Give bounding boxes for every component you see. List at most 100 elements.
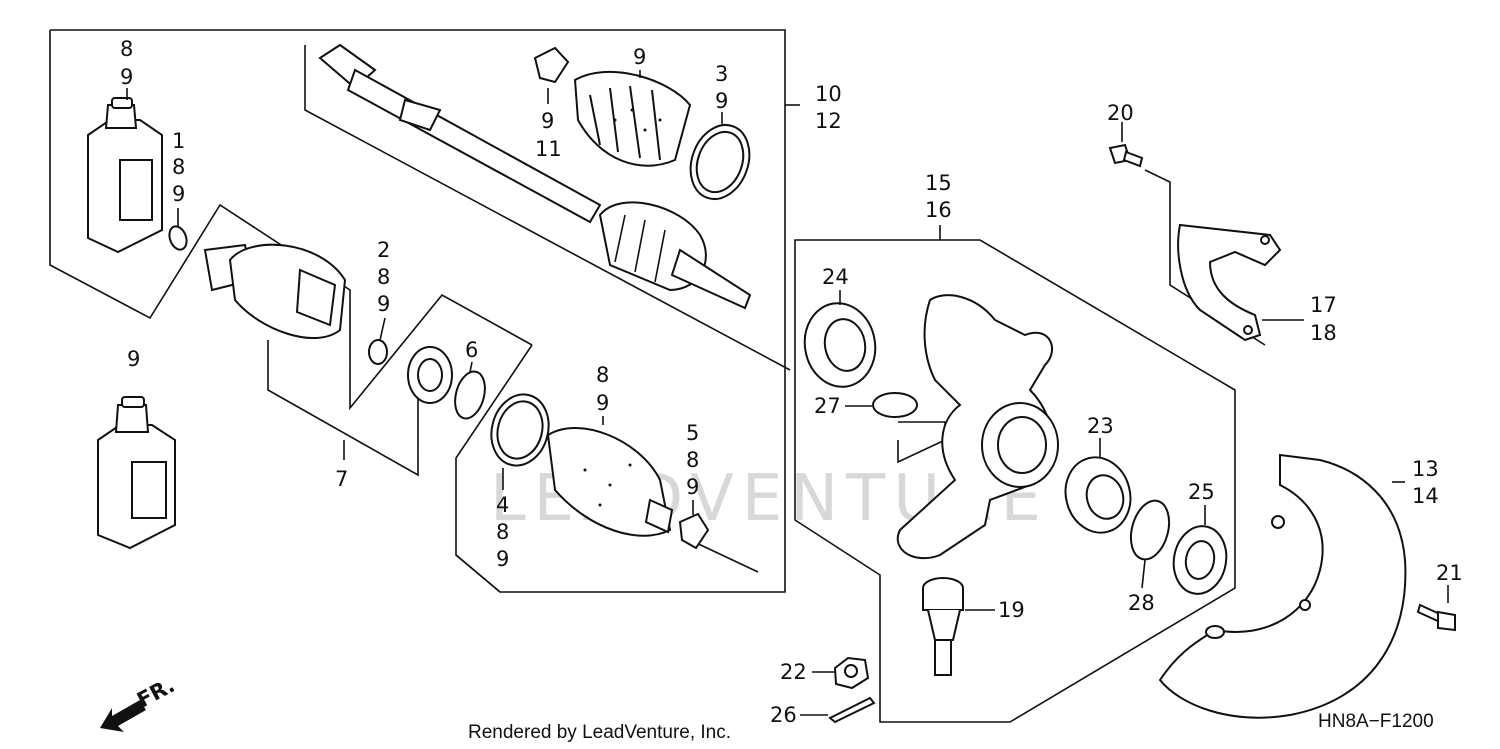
svg-text:13: 13 (1412, 457, 1439, 481)
svg-text:7: 7 (335, 467, 348, 491)
callout-22: 22 (780, 660, 807, 684)
callout-8-9-top: 8 9 (120, 37, 133, 89)
svg-text:20: 20 (1107, 101, 1134, 125)
svg-text:9: 9 (127, 347, 140, 371)
leader-lines (126, 70, 1449, 716)
callout-9-11: 9 11 (535, 109, 562, 161)
svg-text:8: 8 (172, 155, 185, 179)
seal-24-part (803, 302, 877, 388)
clip-top-part (533, 46, 570, 84)
svg-text:25: 25 (1188, 480, 1215, 504)
callout-7: 7 (335, 467, 348, 491)
callout-2-8-9: 2 8 9 (377, 238, 390, 316)
diagram-code: HN8A−F1200 (1318, 711, 1434, 732)
svg-text:16: 16 (925, 198, 952, 222)
knuckle-part (896, 294, 1059, 560)
svg-text:12: 12 (815, 109, 842, 133)
svg-text:26: 26 (770, 703, 797, 727)
svg-text:14: 14 (1412, 484, 1439, 508)
svg-text:24: 24 (822, 265, 849, 289)
callout-8-9-boot: 8 9 (596, 363, 609, 415)
oil-bottle-bottom-part (97, 396, 176, 550)
seal-25-part (1172, 525, 1228, 595)
svg-text:28: 28 (1128, 591, 1155, 615)
callout-23: 23 (1087, 414, 1114, 438)
callout-28: 28 (1128, 591, 1155, 615)
callout-20: 20 (1107, 101, 1134, 125)
boot-bottom-part (546, 426, 674, 537)
svg-text:4: 4 (496, 493, 509, 517)
callout-19: 19 (998, 598, 1025, 622)
svg-text:21: 21 (1436, 561, 1463, 585)
svg-text:9: 9 (377, 292, 390, 316)
svg-text:9: 9 (633, 45, 646, 69)
bearing-23-part (1064, 456, 1132, 534)
callout-6: 6 (465, 338, 478, 362)
bolt-20-part (1108, 143, 1144, 168)
svg-text:8: 8 (496, 520, 509, 544)
callout-4-8-9: 4 8 9 (496, 493, 509, 571)
svg-text:9: 9 (120, 65, 133, 89)
snap-ring-6-part (454, 370, 486, 420)
disc-cover-part (1158, 453, 1407, 719)
callout-1-8-9: 1 8 9 (172, 129, 185, 206)
front-direction-arrow: FR. (100, 673, 179, 732)
band-bottom-part (490, 393, 550, 467)
svg-text:2: 2 (377, 238, 390, 262)
svg-text:23: 23 (1087, 414, 1114, 438)
band-top-part (689, 124, 751, 200)
svg-text:15: 15 (925, 171, 952, 195)
circlip-27-part (872, 392, 918, 418)
svg-text:9: 9 (596, 391, 609, 415)
castle-nut-part (833, 656, 870, 690)
svg-text:9: 9 (715, 89, 728, 113)
callout-25: 25 (1188, 480, 1215, 504)
inner-race-part (407, 346, 453, 404)
callout-9-top: 9 (633, 45, 646, 69)
callout-26: 26 (770, 703, 797, 727)
callout-24: 24 (822, 265, 849, 289)
group-outline-shaft (304, 45, 791, 371)
callout-3-9: 3 9 (715, 62, 728, 113)
ball-joint-part (922, 577, 964, 676)
svg-text:8: 8 (120, 37, 133, 61)
oil-bottle-top-part (87, 97, 163, 254)
cotter-pin-part (828, 696, 876, 724)
group-outline-boot (455, 539, 759, 593)
brake-guard-part (1177, 223, 1282, 342)
callout-21: 21 (1436, 561, 1463, 585)
o-ring-part (168, 225, 188, 251)
svg-text:9: 9 (172, 182, 185, 206)
svg-text:6: 6 (465, 338, 478, 362)
callout-13-14: 13 14 (1412, 457, 1439, 508)
svg-text:8: 8 (377, 265, 390, 289)
svg-text:11: 11 (535, 137, 562, 161)
svg-text:9: 9 (686, 475, 699, 499)
svg-text:8: 8 (596, 363, 609, 387)
snap-ring-2-part (368, 339, 388, 365)
render-credit: Rendered by LeadVenture, Inc. (468, 722, 731, 743)
svg-text:22: 22 (780, 660, 807, 684)
callout-9-bottle: 9 (127, 347, 140, 371)
svg-text:1: 1 (172, 129, 185, 153)
svg-text:5: 5 (686, 421, 699, 445)
svg-text:18: 18 (1310, 321, 1337, 345)
svg-text:8: 8 (686, 448, 699, 472)
circlip-28-part (1129, 499, 1171, 561)
svg-text:27: 27 (814, 394, 841, 418)
cv-joint-part (203, 243, 347, 339)
svg-text:19: 19 (998, 598, 1025, 622)
svg-text:10: 10 (815, 82, 842, 106)
callout-5-8-9: 5 8 9 (686, 421, 699, 499)
drive-shaft-part (318, 43, 752, 310)
svg-text:9: 9 (496, 547, 509, 571)
group-outline-joint (267, 340, 419, 477)
callout-17-18: 17 18 (1310, 293, 1337, 345)
callout-10-12: 10 12 (815, 82, 842, 133)
svg-text:17: 17 (1310, 293, 1337, 317)
clip-bottom-part (678, 512, 710, 550)
callout-15-16: 15 16 (925, 171, 952, 222)
boot-top-part (573, 70, 692, 167)
callout-27: 27 (814, 394, 841, 418)
svg-text:3: 3 (715, 62, 728, 86)
